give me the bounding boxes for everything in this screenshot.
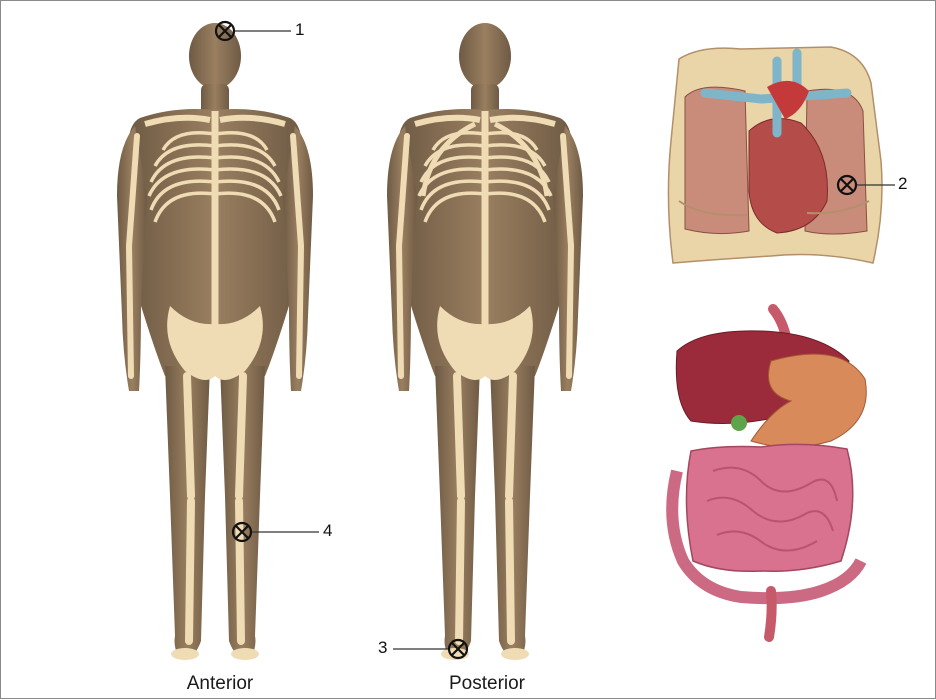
posterior-caption: Posterior xyxy=(407,673,567,695)
thorax-organs-icon xyxy=(668,47,882,263)
marker-label-3: 3 xyxy=(378,638,387,658)
marker-label-2: 2 xyxy=(898,174,907,194)
posterior-figure xyxy=(387,23,583,660)
anterior-figure xyxy=(117,23,313,660)
digestive-organs-icon xyxy=(672,309,866,637)
marker-label-1: 1 xyxy=(295,20,304,40)
marker-label-4: 4 xyxy=(323,521,332,541)
anterior-caption: Anterior xyxy=(140,673,300,695)
